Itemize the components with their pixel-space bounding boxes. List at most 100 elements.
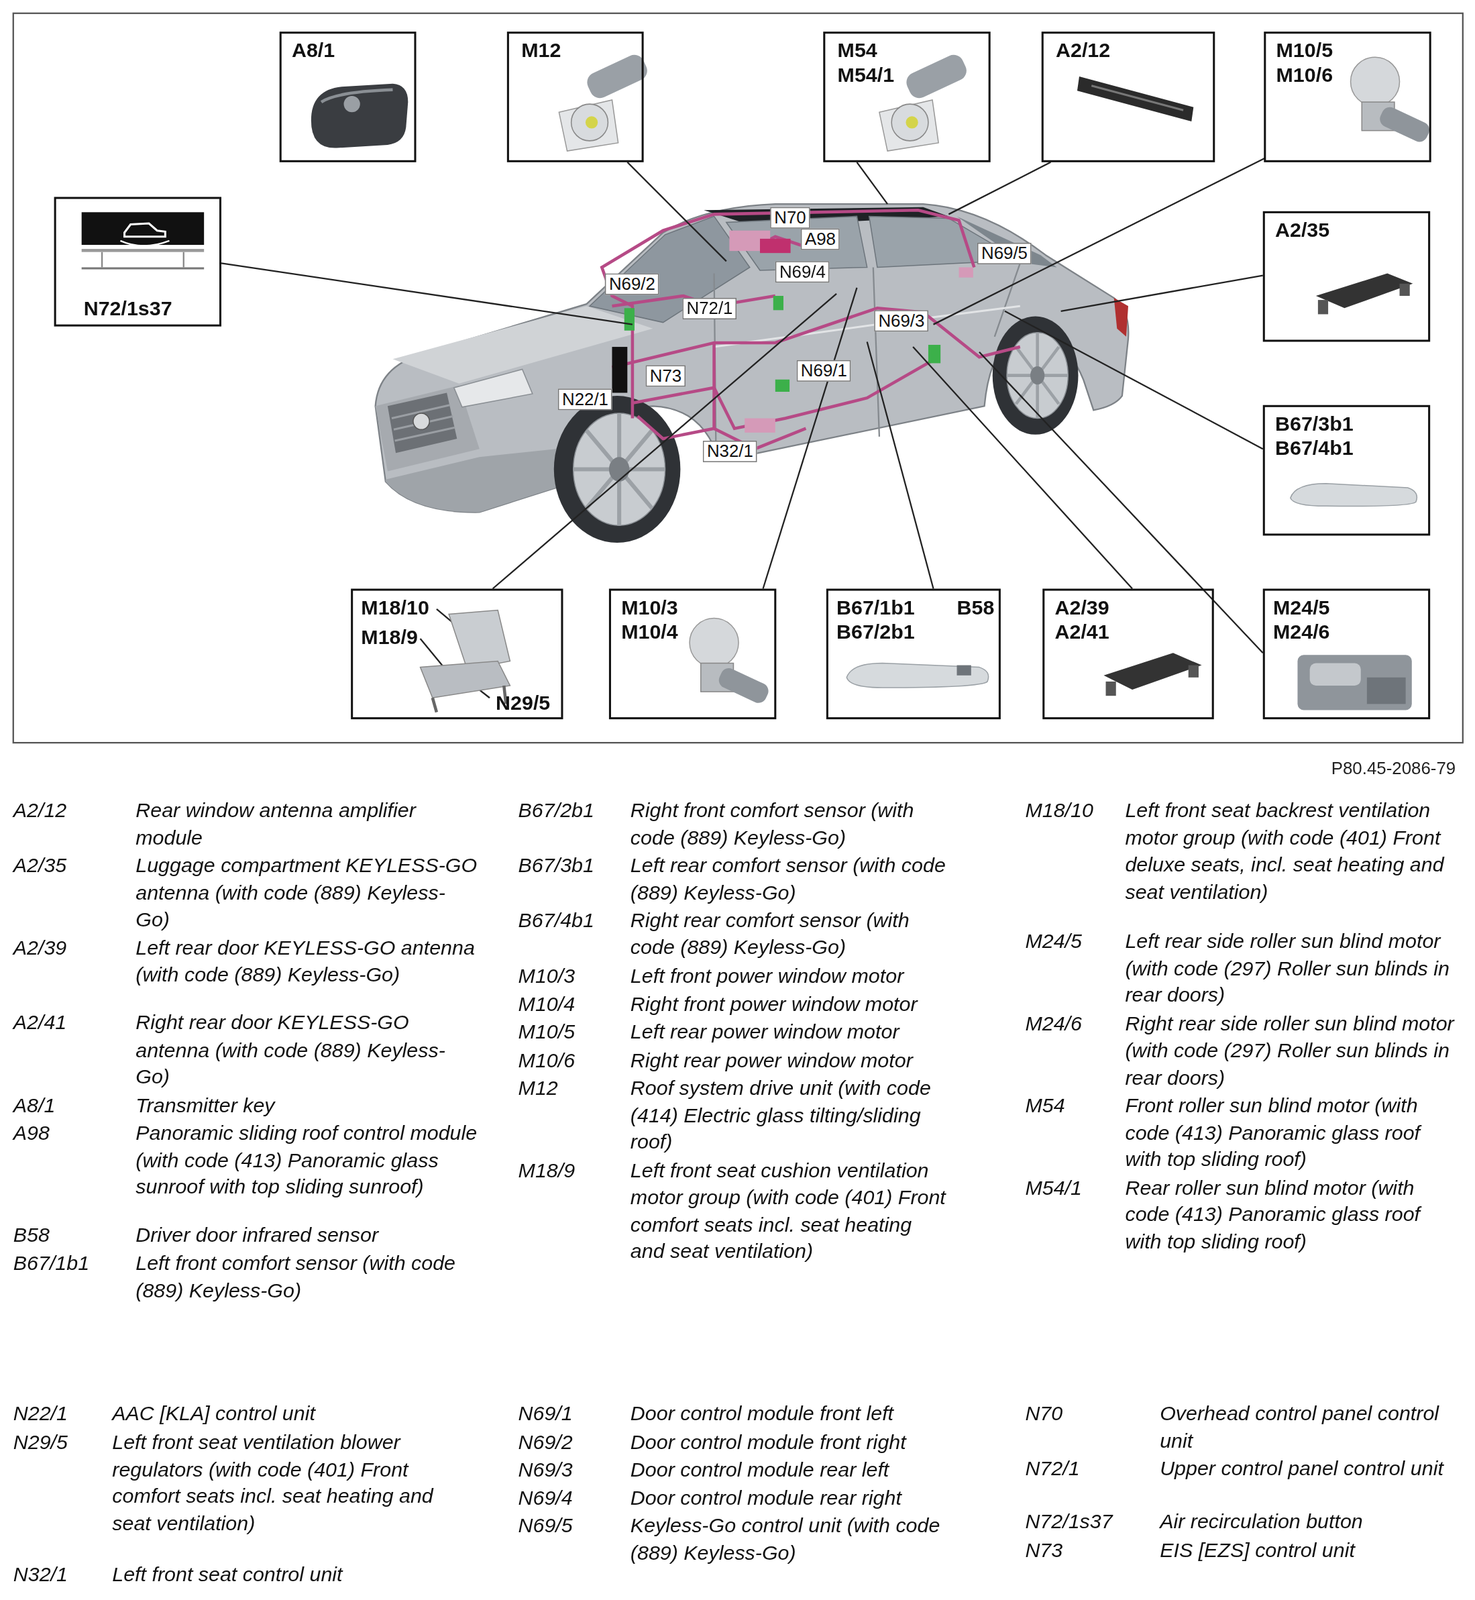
- door-handle-sensor: [1290, 483, 1418, 507]
- part-code: M18/9: [360, 625, 418, 649]
- car-part-label: N22/1: [558, 388, 613, 410]
- car-part-label: N69/5: [977, 242, 1032, 265]
- car-illustration: [1030, 366, 1045, 385]
- legend-code: M18/9: [518, 1156, 576, 1184]
- car-illustration: [1006, 332, 1068, 419]
- legend-description: Air recirculation button: [1159, 1507, 1456, 1535]
- legend-description: Left front seat control unit: [112, 1560, 439, 1588]
- callout-box: A2/12: [1041, 31, 1216, 163]
- car-part-label: A98: [800, 228, 840, 251]
- legend-description: Right front comfort sensor (with code (8…: [630, 796, 947, 852]
- legend-description: Left rear comfort sensor (with code (889…: [630, 851, 947, 907]
- legend-code: N29/5: [13, 1428, 68, 1455]
- legend-code: M54/1: [1024, 1173, 1082, 1201]
- car-part-label: N32/1: [702, 440, 758, 463]
- legend-code: N69/5: [518, 1511, 573, 1539]
- legend-code: A98: [13, 1118, 50, 1146]
- leader-line: [856, 162, 888, 204]
- callout-box: M10/3M10/4: [609, 588, 777, 720]
- legend-description: Rear window antenna amplifier module: [135, 796, 477, 852]
- wiring-harness: [611, 307, 1020, 367]
- car-illustration: [1114, 297, 1129, 337]
- callout-box: M24/5M24/6: [1263, 588, 1431, 720]
- leader-line: [979, 352, 1264, 654]
- legend-code: N72/1: [1024, 1454, 1080, 1482]
- part-code: M10/3: [621, 595, 679, 620]
- sun-blind-motor: [891, 103, 929, 141]
- legend-code: N69/1: [518, 1399, 573, 1427]
- legend-code: B67/4b1: [518, 906, 595, 934]
- control-modules: [611, 346, 628, 393]
- legend-description: Overhead control panel control unit: [1159, 1399, 1456, 1455]
- part-code: B67/4b1: [1275, 436, 1354, 461]
- wiring-harness: [637, 415, 715, 439]
- wiring-harness: [601, 209, 1021, 449]
- part-code: A2/39: [1055, 595, 1110, 620]
- leader-line: [221, 262, 633, 324]
- keyless-antenna: [1188, 665, 1199, 678]
- legend-code: B58: [13, 1220, 50, 1248]
- figure-reference: P80.45-2086-79: [1331, 758, 1456, 779]
- legend-code: M10/6: [518, 1046, 576, 1074]
- car-illustration: [391, 405, 455, 441]
- car-illustration: [387, 393, 457, 454]
- legend-code: B67/3b1: [518, 851, 595, 879]
- legend-code: M12: [518, 1073, 559, 1101]
- keyless-antenna: [1399, 283, 1410, 296]
- car-illustration: [1006, 332, 1068, 419]
- control-modules: [624, 307, 635, 331]
- window-motor: [716, 665, 772, 706]
- recirculation-button: [81, 211, 204, 245]
- legend-code: N69/3: [518, 1455, 573, 1483]
- keyless-antenna: [1318, 299, 1329, 314]
- legend-code: A2/35: [13, 851, 67, 879]
- legend-description: Left rear door KEYLESS-GO antenna (with …: [135, 933, 477, 989]
- leader-line: [933, 158, 1266, 325]
- part-code: B67/2b1: [836, 620, 915, 644]
- car-part-label: N73: [645, 364, 687, 387]
- legend-description: Front roller sun blind motor (with code …: [1124, 1091, 1457, 1173]
- legend-code: A8/1: [13, 1090, 56, 1118]
- legend-description: Keyless-Go control unit (with code (889)…: [630, 1511, 947, 1567]
- seat: [432, 685, 506, 713]
- sun-blind-motor: [905, 116, 918, 129]
- car-part-label: N69/2: [605, 273, 660, 296]
- recirculation-button: [81, 211, 204, 269]
- legend-code: N72/1s37: [1024, 1507, 1113, 1535]
- callout-box: A2/39A2/41: [1042, 588, 1214, 720]
- car-illustration: [385, 448, 557, 512]
- door-handle-sensor: [846, 663, 989, 688]
- car-illustration: [375, 203, 1129, 543]
- window-motor: [1350, 57, 1400, 106]
- legend-description: Door control module front right: [630, 1427, 947, 1455]
- part-code: M12: [521, 38, 561, 63]
- callout-box: M12: [507, 31, 644, 163]
- legend-code: A2/12: [13, 796, 67, 824]
- callout-box: M18/10M18/9N29/5: [350, 588, 563, 720]
- keyless-antenna: [1316, 273, 1413, 315]
- part-code: N29/5: [495, 691, 551, 716]
- legend-code: M10/3: [518, 961, 576, 989]
- door-handle-sensor: [846, 663, 989, 688]
- legend-description: Left front seat cushion ventilation moto…: [630, 1156, 947, 1265]
- legend-description: Right front power window motor: [630, 990, 947, 1017]
- roof-drive-motor: [558, 51, 650, 151]
- part-code: M24/6: [1273, 620, 1331, 644]
- legend-code: N70: [1024, 1399, 1063, 1427]
- legend-description: Upper control panel control unit: [1159, 1454, 1456, 1482]
- legend-description: Door control module rear left: [630, 1455, 947, 1483]
- legend-description: Left front comfort sensor (with code (88…: [135, 1249, 477, 1304]
- control-modules: [744, 418, 776, 433]
- legend-code: N22/1: [13, 1399, 68, 1427]
- part-code: M54: [837, 38, 878, 63]
- legend-code: N32/1: [13, 1560, 68, 1588]
- callout-box: A8/1: [279, 31, 417, 163]
- door-handle-sensor: [1290, 483, 1418, 507]
- roof-drive-motor: [558, 99, 618, 151]
- part-code: B67/3b1: [1275, 411, 1354, 436]
- transmitter-key: [311, 83, 408, 149]
- legend-code: N69/2: [518, 1427, 573, 1455]
- legend-description: EIS [EZS] control unit: [1159, 1536, 1456, 1563]
- callout-box: M54M54/1: [823, 31, 991, 163]
